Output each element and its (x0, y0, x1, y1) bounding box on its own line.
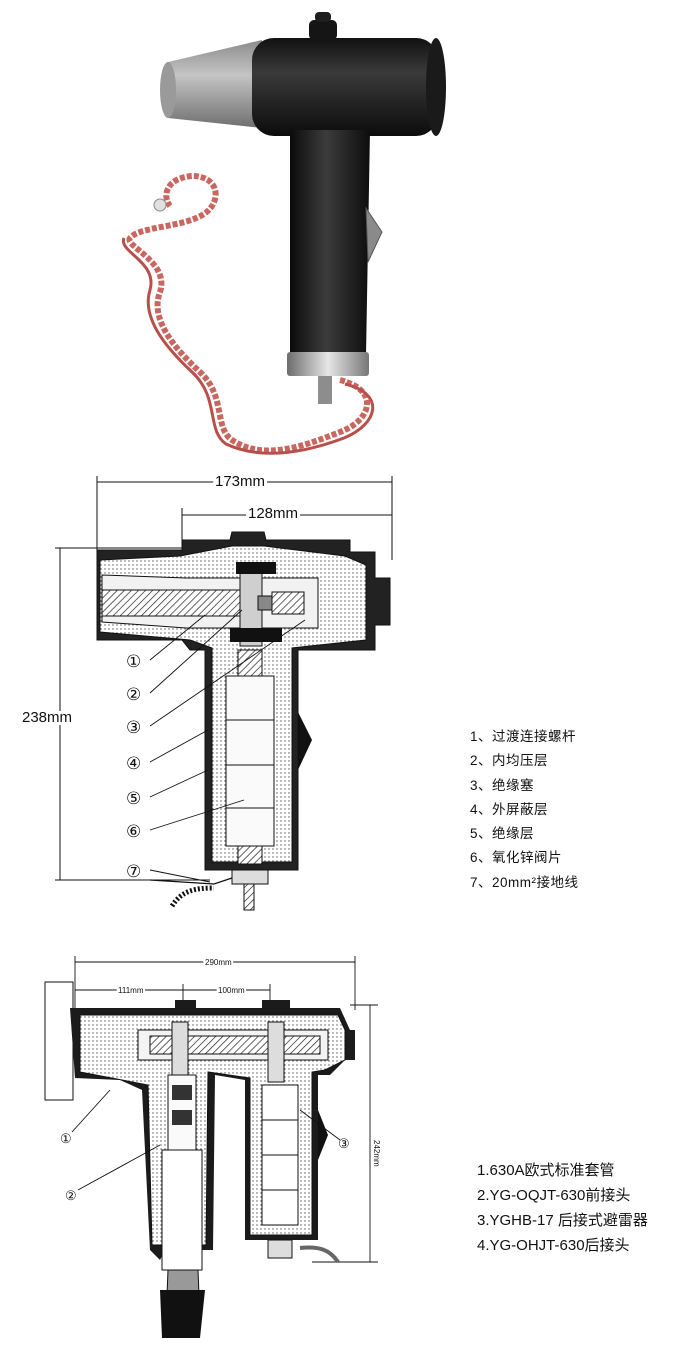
dim-173: 173mm (215, 473, 265, 490)
dim-128: 128mm (248, 505, 298, 522)
legend1-item: 5、绝缘层 (470, 826, 535, 842)
dim-242: 242mm (372, 1140, 381, 1167)
legend1-item: 4、外屏蔽层 (470, 801, 549, 817)
legend1-item: 2、内均压层 (470, 753, 549, 769)
dim-100: 100mm (218, 986, 245, 995)
callout-6: ⑥ (126, 822, 141, 841)
legend-diagram-1: 1、过渡连接螺杆 2、内均压层 3、绝缘塞 4、外屏蔽层 5、绝缘层 6、氧化锌… (470, 725, 579, 895)
dim-111: 111mm (118, 986, 144, 995)
legend2-item: 1.630A欧式标准套管 (477, 1162, 615, 1179)
dim-290: 290mm (205, 958, 232, 967)
callout-d2-3: ③ (338, 1136, 350, 1151)
callout-4: ④ (126, 754, 141, 773)
cross-section-diagram-2: 290mm 111mm 100mm 242mm ① ② ③ (44, 956, 383, 1338)
legend1-item: 1、过渡连接螺杆 (470, 729, 577, 744)
callout-3: ③ (126, 718, 141, 737)
legend1-item: 7、20mm²接地线 (470, 874, 579, 890)
legend2-item: 3.YGHB-17 后接式避雷器 (477, 1212, 648, 1229)
callout-2: ② (126, 685, 141, 704)
callout-5: ⑤ (126, 789, 141, 808)
product-photo (121, 12, 446, 455)
cross-section-diagram-1: 173mm 128mm 238mm ① ② ③ ④ ⑤ ⑥ ⑦ (19, 470, 393, 911)
callout-d2-1: ① (60, 1131, 72, 1146)
legend2-item: 2.YG-OQJT-630前接头 (477, 1187, 631, 1204)
dim-238: 238mm (22, 709, 72, 726)
legend1-item: 6、氧化锌阀片 (470, 850, 563, 866)
callout-1: ① (126, 652, 141, 671)
legend-diagram-2: 1.630A欧式标准套管 2.YG-OQJT-630前接头 3.YGHB-17 … (477, 1158, 648, 1258)
callout-d2-2: ② (65, 1188, 77, 1203)
callout-7: ⑦ (126, 862, 141, 881)
legend2-item: 4.YG-OHJT-630后接头 (477, 1237, 630, 1254)
legend1-item: 3、绝缘塞 (470, 777, 535, 793)
